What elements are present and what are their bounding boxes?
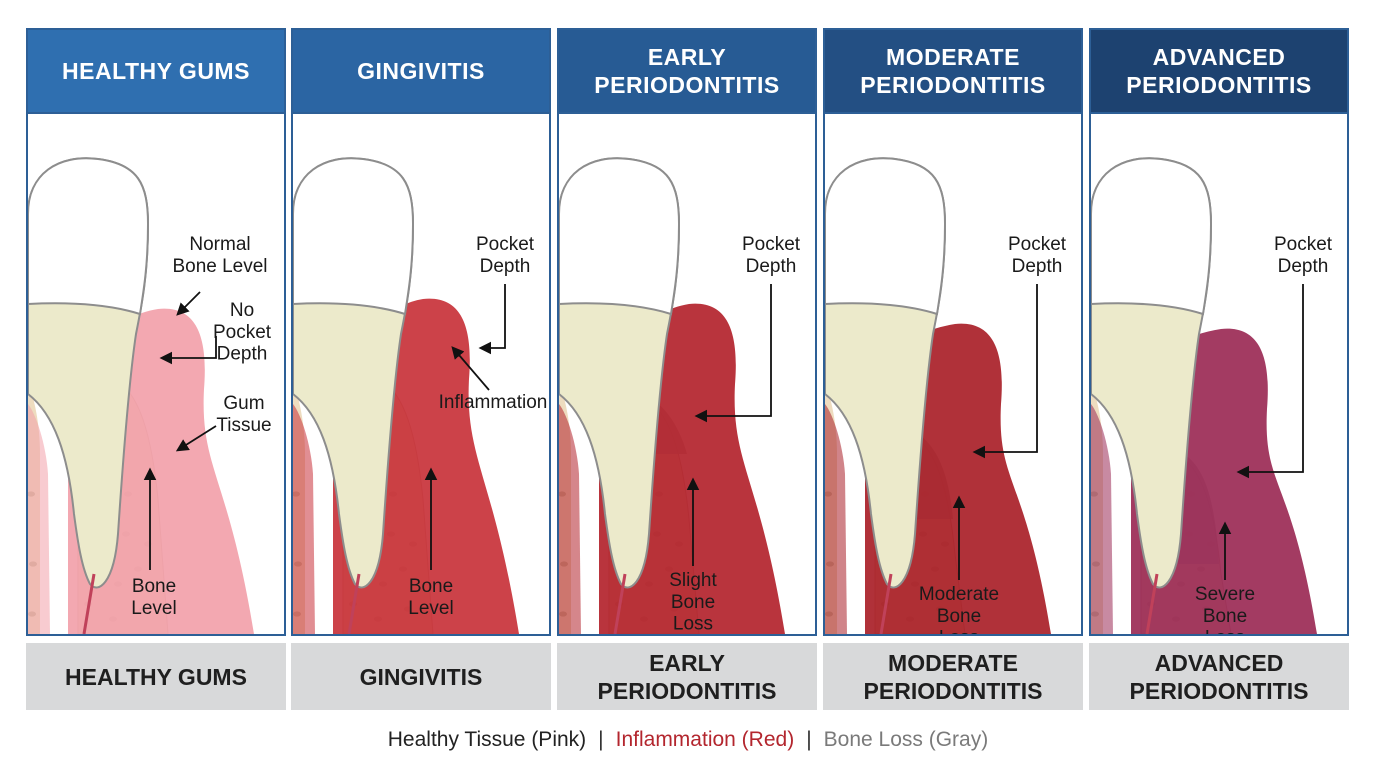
enamel-crown <box>293 157 415 316</box>
tooth-cross-section: PocketDepthModerateBoneLoss <box>825 157 1067 634</box>
gum-left <box>825 404 847 634</box>
stage-caption: HEALTHY GUMS <box>26 643 286 710</box>
legend-healthy: Healthy Tissue (Pink) <box>387 728 587 751</box>
stage-caption: GINGIVITIS <box>291 643 551 710</box>
legend-separator: | <box>806 728 812 751</box>
normal-bone-level-arrow <box>176 291 201 316</box>
panel-title: MODERATE PERIODONTITIS <box>825 30 1081 114</box>
stage-caption: MODERATE PERIODONTITIS <box>823 643 1083 710</box>
root-canal <box>613 573 627 634</box>
gum-left <box>293 404 315 634</box>
panel-title: GINGIVITIS <box>293 30 549 114</box>
enamel-crown <box>559 157 681 316</box>
gum-left <box>1091 404 1113 634</box>
enamel-crown <box>825 157 947 316</box>
enamel-crown <box>1091 157 1213 316</box>
gum-left <box>559 404 581 634</box>
root-canal <box>879 573 893 634</box>
stage-caption: ADVANCED PERIODONTITIS <box>1089 643 1349 710</box>
color-legend: Healthy Tissue (Pink) | Inflammation (Re… <box>0 724 1376 756</box>
bone-loss-label: SevereBoneLoss <box>1195 584 1255 634</box>
panel-title: ADVANCED PERIODONTITIS <box>1091 30 1347 114</box>
pocket-depth-arrow <box>694 284 772 423</box>
stage-caption: EARLY PERIODONTITIS <box>557 643 817 710</box>
root-canal <box>1145 573 1159 634</box>
inflammation-label: Inflammation <box>439 392 548 413</box>
pocket-depth-arrow <box>478 284 506 355</box>
legend-separator: | <box>598 728 604 751</box>
enamel-crown <box>28 157 150 316</box>
pocket-depth-arrow <box>1236 284 1304 479</box>
root-canal <box>82 573 96 634</box>
gum-left <box>28 404 50 634</box>
panel-title: HEALTHY GUMS <box>28 30 284 114</box>
bone-loss-label: ModerateBoneLoss <box>919 584 999 634</box>
legend-bone-loss: Bone Loss (Gray) <box>823 728 989 751</box>
legend-inflammation: Inflammation (Red) <box>615 728 795 751</box>
tooth-cross-section: PocketDepthSevereBoneLoss <box>1091 157 1333 634</box>
root-canal <box>347 573 361 634</box>
panel-title: EARLY PERIODONTITIS <box>559 30 815 114</box>
pocket-depth-arrow <box>972 284 1038 459</box>
no-pocket-depth-arrow <box>159 336 217 365</box>
inflammation-arrow <box>451 346 490 391</box>
gum-tissue-arrow <box>175 425 217 452</box>
